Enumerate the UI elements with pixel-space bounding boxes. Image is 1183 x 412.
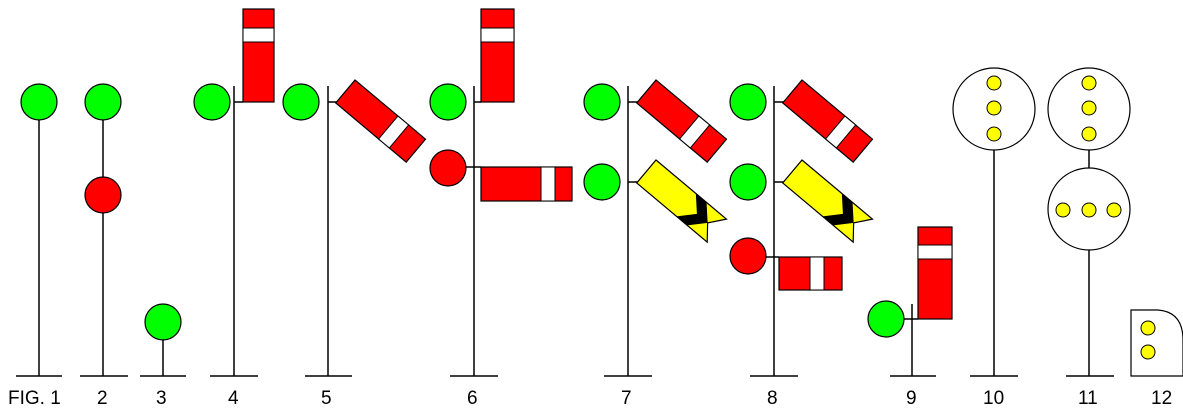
figure-2: 2 — [80, 83, 128, 409]
chevron-mark — [676, 193, 708, 226]
green-lamp — [282, 83, 320, 121]
yellow-lamp — [986, 75, 1002, 91]
red-lamp — [429, 149, 467, 187]
figure-9: 9 — [867, 226, 953, 409]
figure-label: 12 — [1151, 388, 1172, 409]
chevron-mark — [822, 193, 854, 226]
figure-1: FIG. 1 — [8, 83, 62, 409]
figure-label: 7 — [621, 388, 632, 409]
yellow-lamp — [1140, 320, 1156, 336]
figure-10: 10 — [952, 67, 1036, 409]
figure-5: 5 — [282, 79, 427, 409]
green-lamp — [429, 83, 467, 121]
figure-label: 6 — [467, 388, 478, 409]
semaphore-arm — [242, 8, 275, 103]
semaphore-arm-home — [781, 79, 874, 163]
semaphore-arm-distant — [635, 159, 728, 244]
figure-11: 11 — [1047, 67, 1131, 409]
figure-8: 8 — [729, 79, 874, 409]
green-lamp — [144, 303, 182, 341]
semaphore-arm-home — [635, 79, 728, 163]
figure-3: 3 — [140, 303, 186, 409]
yellow-lamp — [1081, 75, 1097, 91]
red-lamp — [729, 237, 767, 275]
green-lamp — [867, 300, 905, 338]
figure-label: 10 — [983, 388, 1004, 409]
green-lamp — [193, 83, 231, 121]
yellow-lamp — [1140, 344, 1156, 360]
figure-label: 8 — [767, 388, 778, 409]
green-lamp — [20, 83, 58, 121]
yellow-lamp — [1106, 202, 1122, 218]
semaphore-arm-distant — [781, 159, 874, 244]
green-lamp — [84, 83, 122, 121]
semaphore-arm-upper — [480, 8, 515, 103]
figure-6: 6 — [429, 8, 573, 409]
red-lamp — [84, 176, 122, 214]
green-lamp — [583, 83, 621, 121]
figure-label: FIG. 1 — [8, 388, 61, 409]
yellow-lamp — [986, 126, 1002, 142]
dwarf-position-light-housing — [1130, 309, 1183, 377]
yellow-lamp — [1081, 126, 1097, 142]
green-lamp — [729, 163, 767, 201]
green-lamp — [729, 83, 767, 121]
figure-label: 3 — [156, 388, 167, 409]
figure-12: 12 — [1130, 309, 1183, 409]
yellow-lamp — [986, 100, 1002, 116]
semaphore-arm — [917, 226, 953, 320]
figure-label: 5 — [321, 388, 332, 409]
figure-label: 11 — [1078, 388, 1098, 409]
semaphore-arm-lower — [778, 256, 843, 291]
figure-label: 9 — [906, 388, 917, 409]
figure-label: 4 — [228, 388, 239, 409]
figure-7: 7 — [583, 79, 728, 409]
yellow-lamp — [1081, 100, 1097, 116]
yellow-lamp — [1055, 202, 1071, 218]
yellow-lamp — [1081, 202, 1097, 218]
green-lamp — [583, 163, 621, 201]
figure-label: 2 — [97, 388, 108, 409]
semaphore-arm-lower — [480, 166, 573, 202]
figure-4: 4 — [193, 8, 275, 409]
semaphore-arm — [334, 79, 427, 163]
